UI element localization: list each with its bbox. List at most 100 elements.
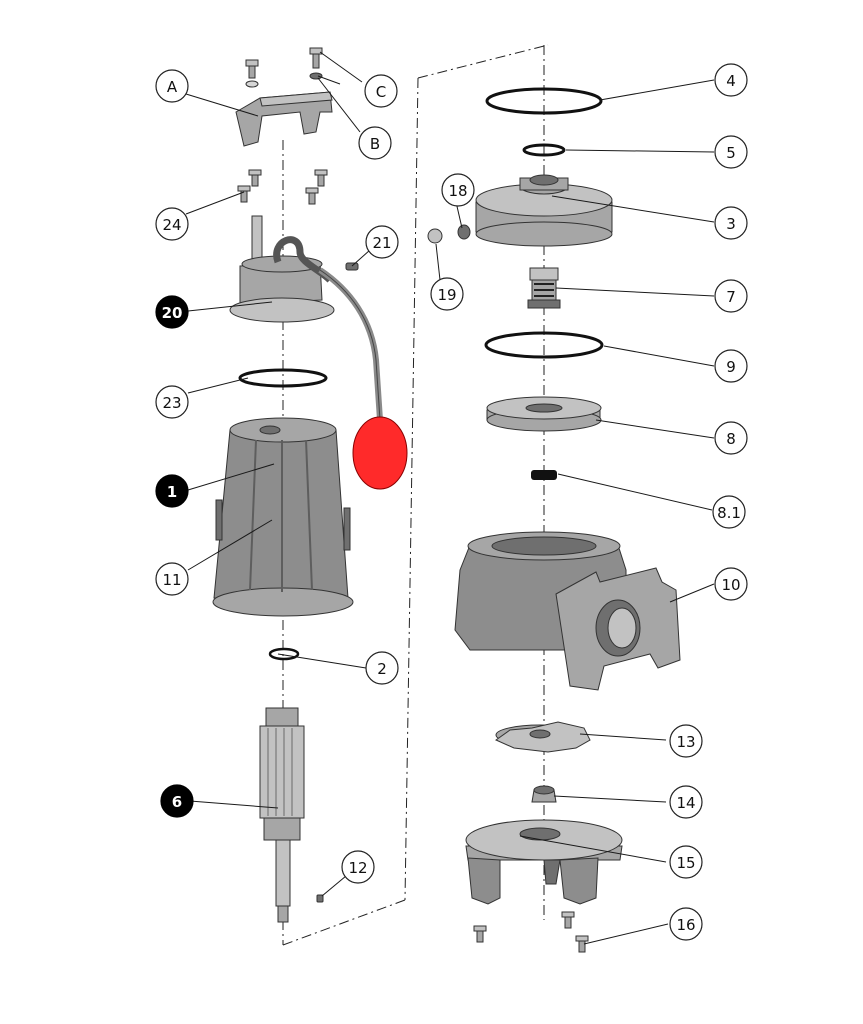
callout-label: 10 xyxy=(721,576,740,594)
callout-label: 13 xyxy=(676,733,695,751)
callout-circle xyxy=(714,135,748,169)
screw-a-part xyxy=(245,59,259,88)
callout-circle xyxy=(430,277,464,311)
callout-circle xyxy=(155,474,189,508)
callout-circle xyxy=(714,349,748,383)
callout-label: 24 xyxy=(162,216,181,234)
callout-label: 4 xyxy=(726,72,736,90)
callout-16: 16 xyxy=(669,907,703,941)
callout-circle xyxy=(714,206,748,240)
callout-11: 11 xyxy=(155,562,189,596)
oring-4-part xyxy=(485,87,603,115)
callout-circle xyxy=(155,207,189,241)
callout-1: 1 xyxy=(155,474,189,508)
callout-14: 14 xyxy=(669,785,703,819)
callout-B: B xyxy=(358,126,392,160)
motor-cover-part xyxy=(229,215,335,323)
plug-18-part xyxy=(457,224,471,240)
callout-18: 18 xyxy=(441,173,475,207)
pin-12-part xyxy=(316,894,324,903)
callout-8: 8 xyxy=(714,421,748,455)
callout-label: 8 xyxy=(726,430,736,448)
callout-label: 16 xyxy=(676,916,695,934)
callout-24: 24 xyxy=(155,207,189,241)
callout-C: C xyxy=(364,74,398,108)
callout-circle xyxy=(160,784,194,818)
callout-label: 14 xyxy=(676,794,695,812)
callout-circle xyxy=(714,63,748,97)
callout-label: 6 xyxy=(172,793,182,811)
callout-label: 12 xyxy=(348,859,367,877)
callout-label: 18 xyxy=(448,182,467,200)
callout-19: 19 xyxy=(430,277,464,311)
impeller-nut-part xyxy=(531,785,557,803)
callout-circle xyxy=(712,495,746,529)
seal-plate-part xyxy=(475,174,613,247)
leader-lines xyxy=(185,51,715,945)
callout-label: 15 xyxy=(676,854,695,872)
callout-5: 5 xyxy=(714,135,748,169)
pump-base-part xyxy=(465,819,623,905)
callout-circle xyxy=(365,651,399,685)
callout-circle xyxy=(669,785,703,819)
callout-labels: ABC24212023111261218194537988.1101314151… xyxy=(155,63,748,941)
callout-label: 1 xyxy=(167,483,177,501)
callout-label: 21 xyxy=(372,234,391,252)
callout-4: 4 xyxy=(714,63,748,97)
washer-19-part xyxy=(427,228,443,244)
pump-volute-part xyxy=(454,531,681,691)
callout-circle xyxy=(358,126,392,160)
callout-23: 23 xyxy=(155,385,189,419)
callout-label: 5 xyxy=(726,144,736,162)
handle-bracket-part xyxy=(235,91,333,147)
oring-9-part xyxy=(484,331,604,359)
callout-label: 23 xyxy=(162,394,181,412)
callout-2: 2 xyxy=(365,651,399,685)
callout-12: 12 xyxy=(341,850,375,884)
callout-circle xyxy=(714,567,748,601)
bushing-8-1-part xyxy=(531,470,557,480)
callout-A: A xyxy=(155,69,189,103)
oring-23-part xyxy=(238,368,328,388)
callout-13: 13 xyxy=(669,724,703,758)
callout-circle xyxy=(441,173,475,207)
callout-circle xyxy=(714,421,748,455)
callout-circle xyxy=(669,907,703,941)
mechanical-seal-part xyxy=(527,267,561,309)
float-switch-part xyxy=(318,267,408,490)
screws-16-part xyxy=(473,911,589,953)
callout-circle xyxy=(364,74,398,108)
callout-circle xyxy=(669,845,703,879)
callout-6: 6 xyxy=(160,784,194,818)
callout-8-1: 8.1 xyxy=(712,495,746,529)
screw-c-part xyxy=(309,47,323,80)
oring-5-part xyxy=(522,143,566,157)
callout-label: 7 xyxy=(726,288,736,306)
callout-9: 9 xyxy=(714,349,748,383)
callout-circle xyxy=(155,385,189,419)
callout-21: 21 xyxy=(365,225,399,259)
callout-label: 3 xyxy=(726,215,736,233)
impeller-part xyxy=(494,721,591,753)
callout-label: 2 xyxy=(377,660,387,678)
intermediate-flange-part xyxy=(486,396,602,432)
callout-label: B xyxy=(370,135,380,153)
callout-label: 11 xyxy=(162,571,181,589)
circlip-2-part xyxy=(268,647,300,661)
callout-label: 8.1 xyxy=(717,504,741,522)
callout-circle xyxy=(155,562,189,596)
callout-10: 10 xyxy=(714,567,748,601)
callout-circle xyxy=(669,724,703,758)
callout-label: 20 xyxy=(162,304,183,322)
callout-circle xyxy=(155,295,189,329)
plug-21-part xyxy=(345,262,359,271)
callout-3: 3 xyxy=(714,206,748,240)
rotor-shaft-part xyxy=(259,707,305,923)
callout-circle xyxy=(714,279,748,313)
callout-label: 9 xyxy=(726,358,736,376)
callout-7: 7 xyxy=(714,279,748,313)
motor-housing-part xyxy=(212,417,354,617)
callout-label: C xyxy=(376,83,386,101)
callout-20: 20 xyxy=(155,295,189,329)
